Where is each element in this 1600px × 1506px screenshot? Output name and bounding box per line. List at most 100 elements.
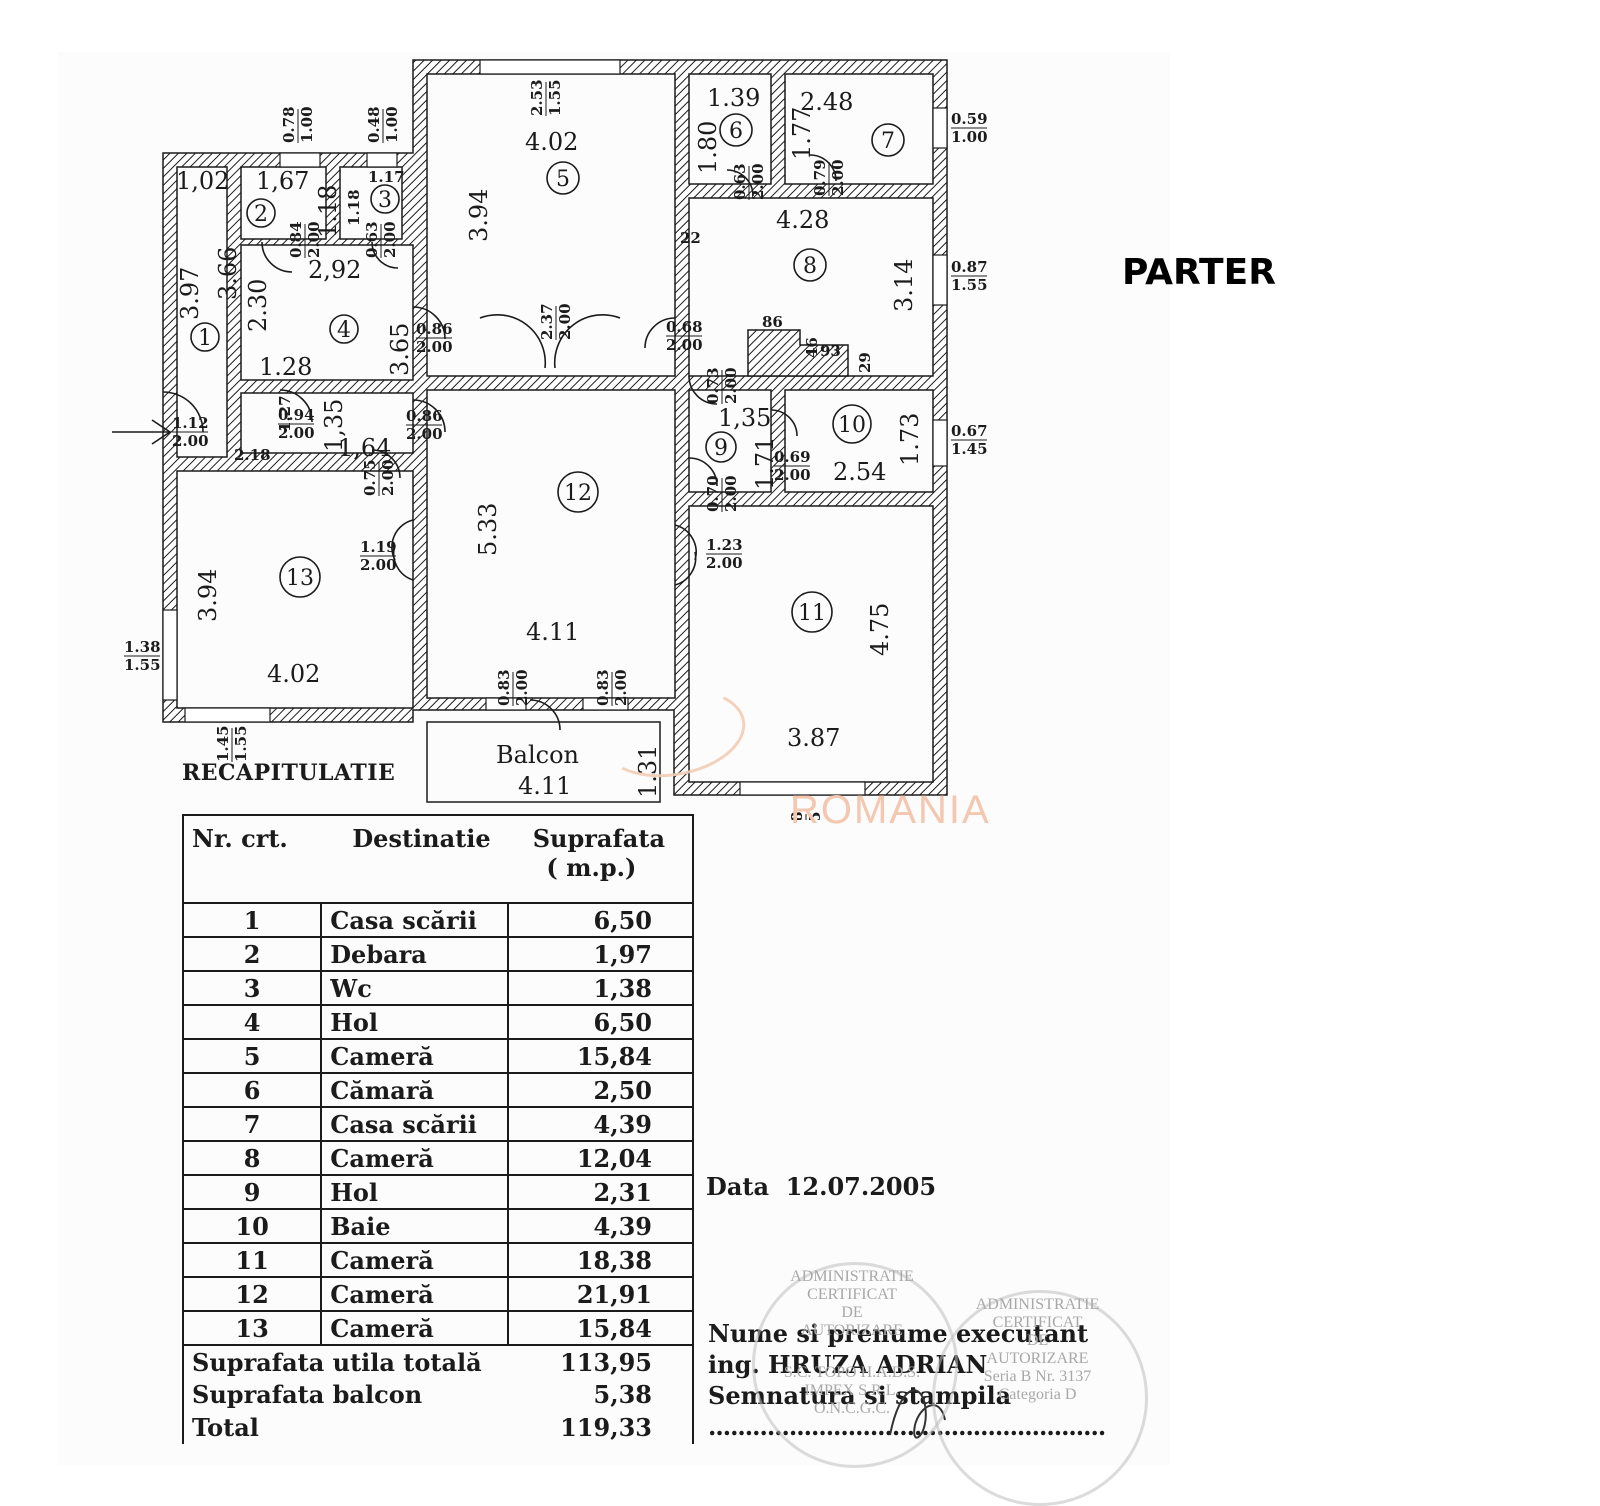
row-surface: 21,91 bbox=[506, 1276, 695, 1312]
svg-text:2.00: 2.00 bbox=[416, 338, 453, 356]
room-marker-1: 1 bbox=[190, 322, 220, 352]
hall-area bbox=[240, 392, 414, 454]
row-number: 2 bbox=[181, 936, 323, 972]
svg-text:2.00: 2.00 bbox=[305, 221, 323, 258]
svg-text:2.00: 2.00 bbox=[278, 424, 315, 442]
svg-text:1.55: 1.55 bbox=[546, 79, 564, 116]
svg-text:2.00: 2.00 bbox=[612, 669, 630, 706]
total-value: 119,33 bbox=[507, 1410, 695, 1444]
opening-label: 0.682.00 bbox=[666, 318, 703, 354]
svg-text:0.86: 0.86 bbox=[416, 320, 453, 338]
opening-label: 0.871.55 bbox=[951, 258, 988, 294]
dimension-label: 1.31 bbox=[634, 745, 662, 798]
room-number: 13 bbox=[286, 566, 314, 591]
room-number: 1 bbox=[198, 326, 212, 351]
room-marker-5: 5 bbox=[546, 161, 580, 195]
svg-text:1.55: 1.55 bbox=[951, 276, 988, 294]
svg-text:1.45: 1.45 bbox=[214, 725, 232, 762]
dimension-label: 3.94 bbox=[465, 189, 493, 242]
header-nr: Nr. crt. bbox=[192, 824, 288, 853]
dimension-label: 1,67 bbox=[256, 167, 309, 195]
row-surface: 2,31 bbox=[506, 1174, 695, 1210]
svg-text:2.00: 2.00 bbox=[406, 425, 443, 443]
dimension-label: 4.11 bbox=[518, 772, 571, 800]
opening-label: 0.862.00 bbox=[406, 407, 443, 443]
svg-text:1.38: 1.38 bbox=[124, 638, 161, 656]
stamp-right-text: ADMINISTRATIE CERTIFICAT DE AUTORIZARE S… bbox=[975, 1296, 1100, 1403]
row-destination: Wc bbox=[320, 970, 509, 1006]
row-surface: 6,50 bbox=[506, 1004, 695, 1040]
svg-text:1.12: 1.12 bbox=[172, 414, 209, 432]
header-surface: Suprafata bbox=[532, 824, 665, 853]
svg-text:0.63: 0.63 bbox=[363, 221, 381, 258]
dimension-label: 1,64 bbox=[338, 434, 391, 462]
dimension-label: 22 bbox=[680, 229, 701, 247]
watermark-text: ROMANIA bbox=[790, 788, 991, 832]
dimension-label: 5.33 bbox=[474, 503, 502, 556]
row-destination: Hol bbox=[320, 1174, 509, 1210]
room-marker-12: 12 bbox=[557, 471, 599, 513]
room-7-area bbox=[784, 73, 934, 185]
svg-text:2.00: 2.00 bbox=[706, 554, 743, 572]
row-destination: Baie bbox=[320, 1208, 509, 1244]
svg-text:0.86: 0.86 bbox=[406, 407, 443, 425]
dimension-label: 2,92 bbox=[308, 256, 361, 284]
header-destination: Destinatie bbox=[352, 824, 491, 853]
dimension-label: 3.14 bbox=[890, 259, 918, 312]
row-surface: 15,84 bbox=[506, 1038, 695, 1074]
row-number: 10 bbox=[181, 1208, 323, 1244]
svg-text:1.00: 1.00 bbox=[383, 106, 401, 143]
row-destination: Cameră bbox=[320, 1038, 509, 1074]
svg-text:2.00: 2.00 bbox=[666, 336, 703, 354]
dimension-label: 1,35 bbox=[718, 404, 771, 432]
dimension-label: 1.39 bbox=[707, 84, 760, 112]
room-5-area bbox=[426, 73, 676, 377]
room-marker-3: 3 bbox=[370, 184, 400, 214]
row-destination: Casa scării bbox=[320, 902, 509, 938]
svg-text:0.83: 0.83 bbox=[594, 669, 612, 706]
svg-text:1.23: 1.23 bbox=[706, 536, 743, 554]
balcony-area bbox=[426, 721, 661, 803]
row-number: 3 bbox=[181, 970, 323, 1006]
room-number: 7 bbox=[881, 129, 895, 154]
row-number: 1 bbox=[181, 902, 323, 938]
floor-title: PARTER bbox=[1122, 252, 1276, 293]
stamp-left-text: ADMINISTRATIE CERTIFICAT DE AUTORIZARE S… bbox=[783, 1268, 921, 1417]
room-12-area bbox=[426, 389, 676, 699]
svg-text:2.53: 2.53 bbox=[528, 79, 546, 116]
total-value: 113,95 bbox=[507, 1344, 695, 1378]
svg-text:2.00: 2.00 bbox=[774, 466, 811, 484]
room-number: 6 bbox=[729, 119, 743, 144]
room-11-area bbox=[688, 505, 934, 783]
svg-text:2.00: 2.00 bbox=[722, 475, 740, 512]
room-dimensions: 1,02 3.97 3.66 1,67 1.18 1.18 1.17 2,92 … bbox=[176, 84, 924, 800]
svg-text:2.00: 2.00 bbox=[749, 163, 767, 200]
dimension-label: 2.30 bbox=[244, 279, 272, 332]
svg-text:1.45: 1.45 bbox=[951, 440, 988, 458]
room-number: 2 bbox=[254, 202, 268, 227]
row-surface: 12,04 bbox=[506, 1140, 695, 1176]
total-value: 5,38 bbox=[507, 1378, 695, 1410]
dimension-label: 1.77 bbox=[788, 107, 816, 160]
svg-text:2.28: 2.28 bbox=[788, 811, 806, 820]
room-interiors bbox=[176, 73, 934, 803]
svg-text:0.63: 0.63 bbox=[731, 163, 749, 200]
row-number: 11 bbox=[181, 1242, 323, 1278]
room-1-area bbox=[176, 166, 228, 458]
room-6-area bbox=[688, 73, 772, 185]
